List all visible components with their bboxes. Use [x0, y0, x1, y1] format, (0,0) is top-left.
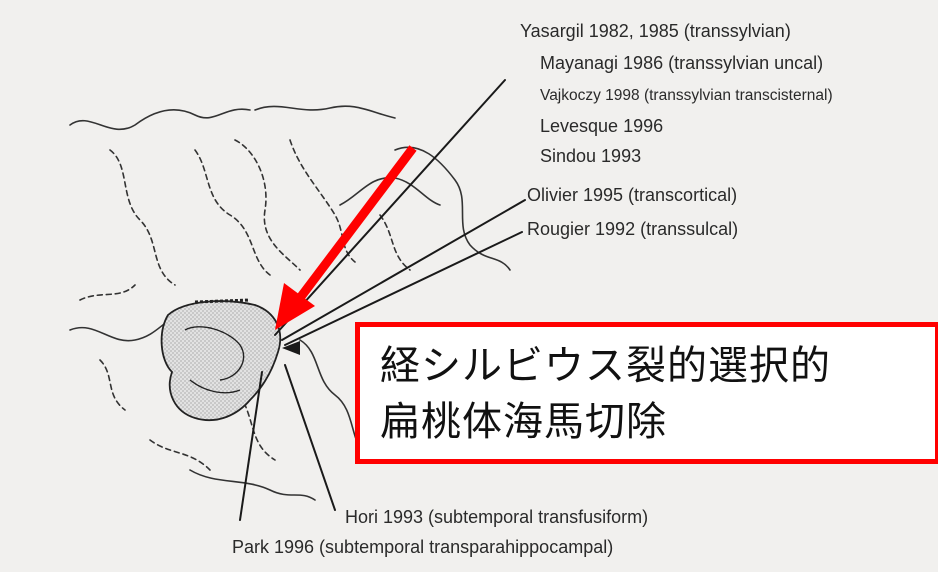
label-park: Park 1996 (subtemporal transparahippocam… [232, 537, 613, 557]
callout-line-1: 経シルビウス裂的選択的 [380, 343, 831, 389]
sulcus-dashed-9 [150, 440, 210, 470]
highlight-arrow [275, 148, 413, 330]
shaded-target-region [162, 301, 281, 420]
label-levesque: Levesque 1996 [540, 116, 663, 136]
label-rougier: Rougier 1992 (transsulcal) [527, 219, 738, 239]
approach-line-transsylvian [275, 80, 505, 335]
label-olivier: Olivier 1995 (transcortical) [527, 185, 737, 205]
gyrus-outline-top-mid [255, 106, 395, 118]
label-sindou: Sindou 1993 [540, 146, 641, 166]
label-hori: Hori 1993 (subtemporal transfusiform) [345, 507, 648, 527]
callout-box: 経シルビウス裂的選択的 扁桃体海馬切除 [355, 322, 938, 464]
gyrus-outline-top-left [70, 109, 250, 129]
gyrus-outline-bottom [190, 470, 315, 500]
sulcus-dashed-1 [110, 150, 175, 285]
label-yasargil: Yasargil 1982, 1985 (transsylvian) [520, 21, 791, 41]
label-mayanagi: Mayanagi 1986 (transsylvian uncal) [540, 53, 823, 73]
red-arrow-shaft [300, 148, 413, 298]
sulcus-dashed-3 [235, 140, 300, 270]
gyrus-outline-right [395, 147, 510, 270]
sulcus-dashed-7 [100, 360, 125, 410]
sulcus-dashed-6 [80, 285, 135, 300]
amygdala-hippocampus-mass [162, 300, 281, 420]
sulcus-dashed-2 [195, 150, 270, 275]
callout-line-2: 扁桃体海馬切除 [380, 399, 667, 445]
sulcus-dashed-5 [380, 215, 410, 270]
label-vajkoczy: Vajkoczy 1998 (transsylvian transcistern… [540, 86, 833, 106]
